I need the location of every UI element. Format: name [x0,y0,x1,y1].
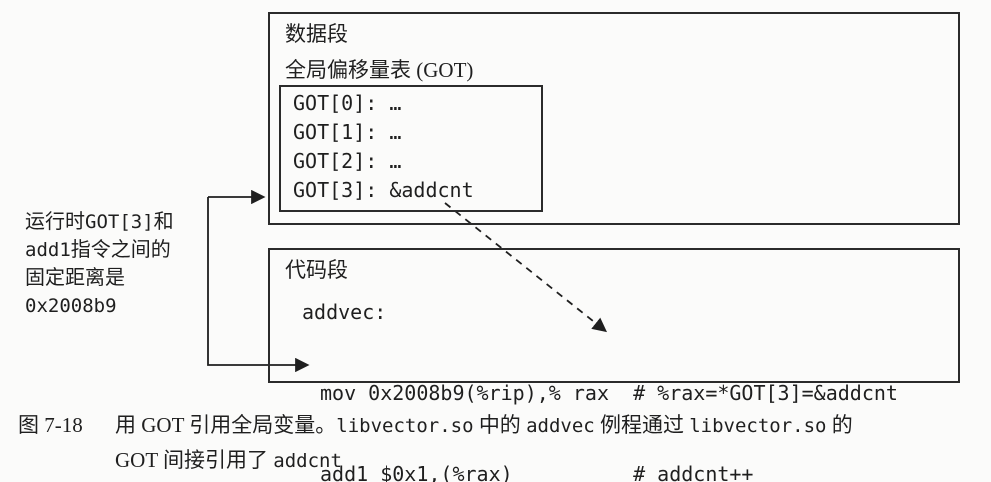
caption-p7: 的 [826,413,853,437]
add-instruction-line: add1 $0x1,(%rax) # addcnt++ [320,462,754,482]
got-row-3: GOT[3]: &addcnt [293,178,474,202]
caption-p8: GOT 间接引用了 [115,448,274,472]
note-l2-code: add1 [25,239,71,261]
caption-p5: 例程通过 [594,413,690,437]
note-line-1: 运行时GOT[3]和 [25,208,225,236]
note-l2-cjk: 指令之间的 [70,239,171,261]
figure-number: 图 7-18 [18,413,83,437]
note-line-2: add1指令之间的 [25,236,225,264]
got-table-title: 全局偏移量表 (GOT) [285,58,474,82]
caption-p1: 用 GOT 引用全局变量。 [115,413,337,437]
got-row-1: GOT[1]: … [293,120,402,144]
caption-p4: addvec [526,415,595,437]
addvec-label: addvec: [302,300,387,324]
code-segment-box: 代码段 addvec: mov 0x2008b9(%rip),% rax # %… [268,248,960,482]
caption-line-2: GOT 间接引用了 addcnt [115,443,975,478]
note-line-4: 0x2008b9 [25,295,117,317]
caption-p3: 中的 [473,413,527,437]
note-line-3: 固定距离是 [25,267,125,289]
code-segment-title: 代码段 [285,258,348,282]
got-row-0: GOT[0]: … [293,91,402,115]
note-l1-cjk: 运行时 [25,211,85,233]
data-segment-box: 数据段 全局偏移量表 (GOT) GOT[0]: … GOT[1]: … GOT… [268,12,960,225]
caption-p9: addcnt [273,450,342,472]
runtime-distance-note: 运行时GOT[3]和 add1指令之间的 固定距离是 0x2008b9 [25,208,225,320]
data-segment-title: 数据段 [285,22,348,46]
note-l1-code: GOT[3] [85,211,154,233]
caption-p6: libvector.so [689,415,827,437]
got-row-2: GOT[2]: … [293,149,402,173]
code-lines: mov 0x2008b9(%rip),% rax # %rax=*GOT[3]=… [320,326,898,482]
mov-instruction-line: mov 0x2008b9(%rip),% rax # %rax=*GOT[3]=… [320,381,898,405]
got-table: GOT[0]: … GOT[1]: … GOT[2]: … GOT[3]: &a… [279,85,543,212]
caption-text: 用 GOT 引用全局变量。libvector.so 中的 addvec 例程通过… [115,408,975,478]
caption-line-1: 用 GOT 引用全局变量。libvector.so 中的 addvec 例程通过… [115,408,975,443]
note-l1-cjk2: 和 [153,211,174,233]
caption-p2: libvector.so [336,415,474,437]
